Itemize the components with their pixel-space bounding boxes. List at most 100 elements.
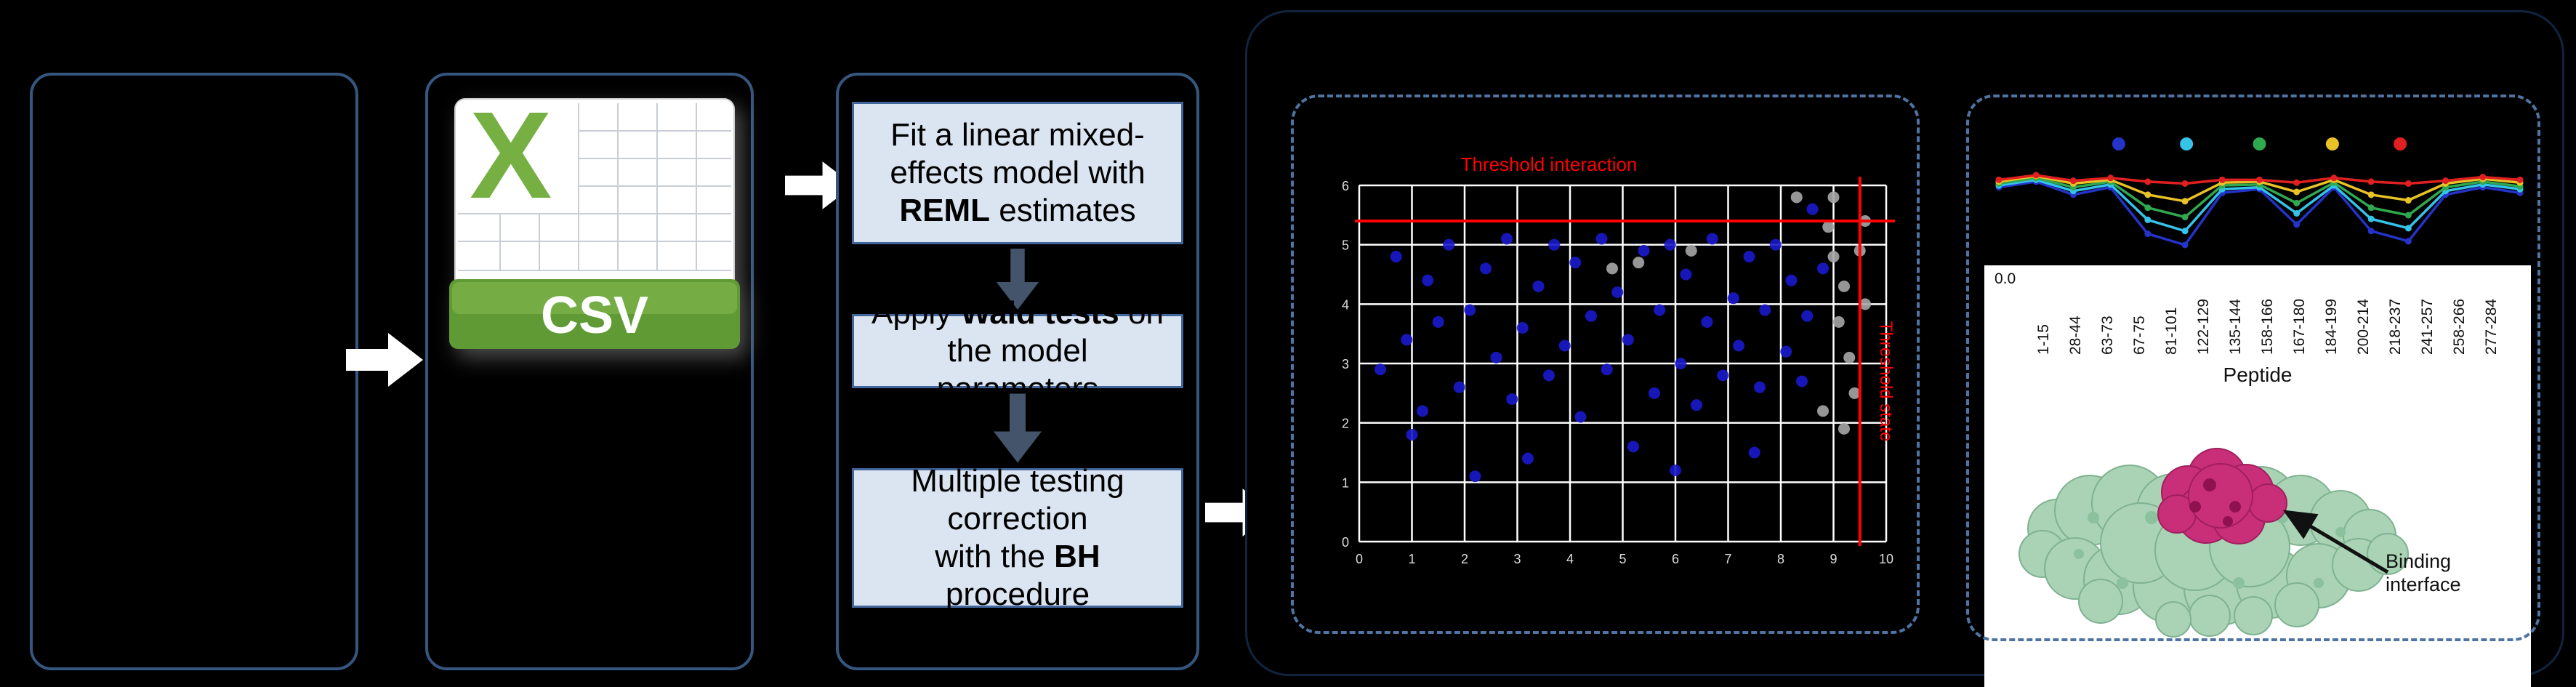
uptake-marker xyxy=(2107,174,2114,182)
threshold-interaction-label: Threshold interaction xyxy=(1461,153,1638,175)
data-point xyxy=(1601,363,1613,376)
data-point xyxy=(1727,292,1739,305)
uptake-marker xyxy=(2293,179,2301,186)
data-point xyxy=(1785,274,1798,286)
data-point xyxy=(1664,238,1676,251)
data-point xyxy=(1801,310,1814,322)
uptake-marker xyxy=(2293,221,2301,228)
data-point xyxy=(1453,381,1465,393)
legend-dot xyxy=(2394,137,2407,150)
binding-interface-arrow xyxy=(2282,510,2389,574)
y-tick-label: 3 xyxy=(1342,357,1349,371)
uptake-marker xyxy=(2404,212,2412,219)
threshold-state-label: Threshold state xyxy=(1876,321,1896,441)
uptake-marker xyxy=(2032,172,2040,179)
data-point xyxy=(1490,351,1502,363)
x-tick-label: 5 xyxy=(1619,552,1626,566)
y-tick-label: 0 xyxy=(1342,535,1349,550)
data-point xyxy=(1754,381,1766,393)
data-point xyxy=(1769,238,1782,251)
x-tick-label: 2 xyxy=(1461,552,1468,566)
uptake-marker xyxy=(2256,176,2263,183)
peptide-tick-label: 28-44 xyxy=(2067,316,2084,355)
legend-dot xyxy=(2112,137,2125,150)
x-tick-label: 1 xyxy=(1408,552,1415,566)
data-point xyxy=(1649,387,1660,399)
uptake-marker xyxy=(2367,204,2375,212)
data-point xyxy=(1401,334,1413,346)
peptide-tick-label: 277-284 xyxy=(2483,298,2500,355)
data-point xyxy=(1422,274,1434,286)
flow-arrow-right-icon xyxy=(346,333,423,387)
uptake-marker xyxy=(2144,191,2152,198)
data-point xyxy=(1848,387,1861,399)
uptake-marker xyxy=(2293,199,2301,206)
x-tick-label: 4 xyxy=(1566,552,1574,566)
uptake-marker xyxy=(2181,180,2189,187)
data-point xyxy=(1522,452,1534,465)
uptake-marker xyxy=(1995,176,2003,183)
data-point xyxy=(1675,358,1687,369)
x-tick-label: 8 xyxy=(1777,552,1784,566)
data-point xyxy=(1633,257,1645,269)
data-point xyxy=(1822,221,1835,233)
protein-structure-image xyxy=(2018,448,2409,638)
y-tick-label: 5 xyxy=(1342,238,1349,253)
peptide-tick-label: 184-199 xyxy=(2323,298,2340,355)
legend-dot xyxy=(2253,137,2266,150)
data-point xyxy=(1838,422,1850,435)
data-point xyxy=(1796,375,1808,387)
data-point xyxy=(1838,280,1850,292)
peptide-tick-label: 81-101 xyxy=(2163,307,2180,355)
uptake-marker xyxy=(2181,241,2189,249)
peptide-tick-label: 135-144 xyxy=(2227,298,2244,355)
data-point xyxy=(1532,280,1545,292)
uptake-marker xyxy=(2367,228,2375,235)
uptake-marker xyxy=(2367,215,2375,222)
data-point xyxy=(1806,203,1819,215)
protein-surface-texture xyxy=(2074,511,2346,589)
data-point xyxy=(1691,399,1702,411)
data-point xyxy=(1469,470,1481,483)
peptide-tick-label: 63-73 xyxy=(2099,316,2116,355)
data-point xyxy=(1733,340,1744,352)
data-point xyxy=(1780,345,1792,358)
data-point xyxy=(1748,446,1760,459)
data-point xyxy=(1832,316,1845,328)
uptake-marker xyxy=(2144,230,2152,238)
uptake-marker xyxy=(2069,177,2077,185)
x-tick-label: 9 xyxy=(1830,552,1837,566)
uptake-marker xyxy=(2144,216,2152,223)
data-point xyxy=(1827,251,1840,262)
data-point xyxy=(1501,233,1513,245)
data-point xyxy=(1543,369,1555,382)
uptake-marker xyxy=(2516,176,2524,183)
data-point xyxy=(1701,316,1713,328)
y-tick-label: 2 xyxy=(1342,417,1349,431)
step-text: Fit a linear mixed-effects model with RE… xyxy=(890,117,1146,228)
csv-file-icon: X CSV xyxy=(449,96,740,349)
data-point xyxy=(1843,351,1856,363)
x-tick-label: 0 xyxy=(1356,552,1363,566)
data-point xyxy=(1480,262,1492,275)
uptake-marker xyxy=(2330,174,2338,182)
uptake-marker xyxy=(2404,180,2412,187)
data-point xyxy=(1432,316,1444,328)
uptake-marker xyxy=(2181,228,2189,235)
step-text: Multiple testing correction with the BH … xyxy=(911,463,1124,612)
uptake-marker xyxy=(2404,238,2412,245)
down-arrow-icon xyxy=(994,393,1042,463)
data-point xyxy=(1685,244,1697,257)
data-point xyxy=(1654,304,1666,316)
uptake-marker xyxy=(2144,204,2152,212)
data-point xyxy=(1627,441,1639,453)
peptide-tick-label: 167-180 xyxy=(2291,298,2308,355)
peptide-tick-label: 122-129 xyxy=(2195,298,2212,355)
y-tick-label: 0.0 xyxy=(1995,270,2016,287)
data-point xyxy=(1548,238,1561,251)
data-point xyxy=(1622,334,1634,346)
y-tick-label: 1 xyxy=(1342,475,1349,490)
data-point xyxy=(1464,304,1476,316)
data-point xyxy=(1516,322,1529,334)
data-point xyxy=(1611,286,1624,298)
